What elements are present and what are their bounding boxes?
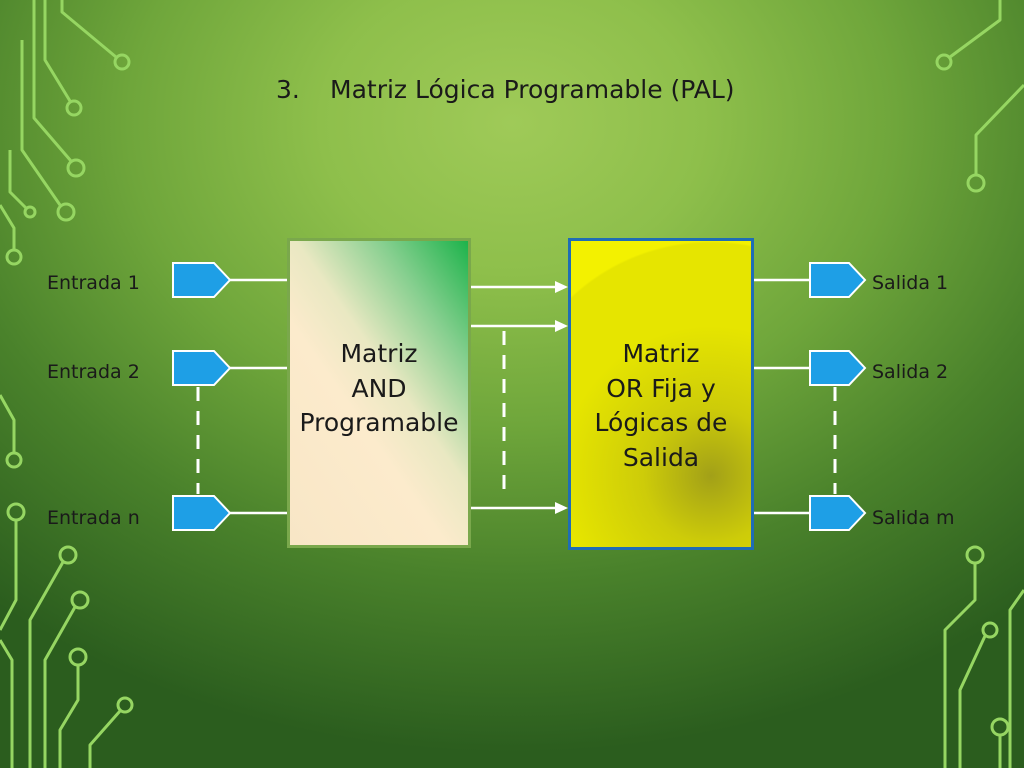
circuit-node: [116, 696, 134, 714]
circuit-node: [990, 717, 1010, 737]
input-label: Entrada 1: [47, 272, 140, 294]
circuit-node: [58, 545, 78, 565]
circuit-trace: [0, 394, 16, 453]
arrowhead-icon: [555, 502, 568, 514]
circuit-node: [5, 451, 23, 469]
circuit-node: [23, 205, 37, 219]
or-matrix-label: Matriz OR Fija y Lógicas de Salida: [571, 337, 751, 475]
block-text-line: Salida: [622, 442, 700, 472]
circuit-node: [965, 545, 985, 565]
circuit-trace: [0, 639, 14, 768]
output-port-arrow-icon: [809, 262, 867, 298]
arrowhead-icon: [555, 281, 568, 293]
title-number: 3.: [276, 75, 300, 104]
circuit-trace: [32, 0, 73, 162]
output-port-arrow-icon: [809, 495, 867, 531]
circuit-node: [5, 248, 23, 266]
input-port-arrow-icon: [172, 495, 232, 531]
circuit-trace: [60, 0, 117, 59]
circuit-trace: [1008, 589, 1024, 768]
circuit-trace: [0, 520, 18, 631]
input-port-arrow-icon: [172, 262, 232, 298]
circuit-trace: [974, 83, 1024, 175]
circuit-trace: [943, 563, 977, 768]
circuit-trace: [88, 710, 122, 768]
circuit-trace: [958, 635, 987, 768]
block-text-line: OR Fija y: [606, 373, 716, 403]
circuit-node: [70, 590, 90, 610]
block-text-line: Programable: [299, 408, 459, 437]
circuit-node: [56, 202, 76, 222]
circuit-trace: [43, 0, 72, 102]
circuit-node: [65, 99, 83, 117]
block-text-line: Matriz: [622, 339, 700, 368]
circuit-node: [66, 158, 86, 178]
circuit-trace: [0, 204, 16, 250]
input-port-arrow-icon: [172, 350, 232, 386]
title-text: Matriz Lógica Programable (PAL): [330, 75, 735, 104]
block-text-line: AND: [351, 373, 407, 403]
block-text-line: Lógicas de: [594, 408, 728, 437]
block-text-line: Matriz: [340, 339, 418, 368]
circuit-decoration-right: [935, 0, 1024, 768]
circuit-trace: [43, 606, 77, 768]
output-label: Salida m: [872, 507, 955, 529]
input-label: Entrada n: [47, 507, 140, 529]
output-label: Salida 2: [872, 361, 949, 383]
circuit-decoration-left: [0, 0, 134, 768]
or-matrix-block: Matriz OR Fija y Lógicas de Salida: [568, 238, 754, 550]
circuit-trace: [949, 0, 1002, 59]
circuit-trace: [20, 40, 62, 206]
output-label: Salida 1: [872, 272, 949, 294]
circuit-node: [113, 53, 131, 71]
circuit-node: [68, 647, 88, 667]
input-label: Entrada 2: [47, 361, 140, 383]
circuit-trace: [58, 665, 80, 768]
and-matrix-label: Matriz AND Programable: [290, 337, 468, 441]
output-port-arrow-icon: [809, 350, 867, 386]
circuit-node: [966, 173, 986, 193]
and-matrix-block: Matriz AND Programable: [287, 238, 471, 548]
arrowhead-icon: [555, 320, 568, 332]
circuit-node: [6, 502, 26, 522]
circuit-node: [981, 621, 999, 639]
circuit-trace: [8, 150, 28, 210]
circuit-node: [935, 53, 953, 71]
slide-title: 3. Matriz Lógica Programable (PAL): [276, 74, 735, 106]
circuit-trace: [28, 561, 65, 768]
